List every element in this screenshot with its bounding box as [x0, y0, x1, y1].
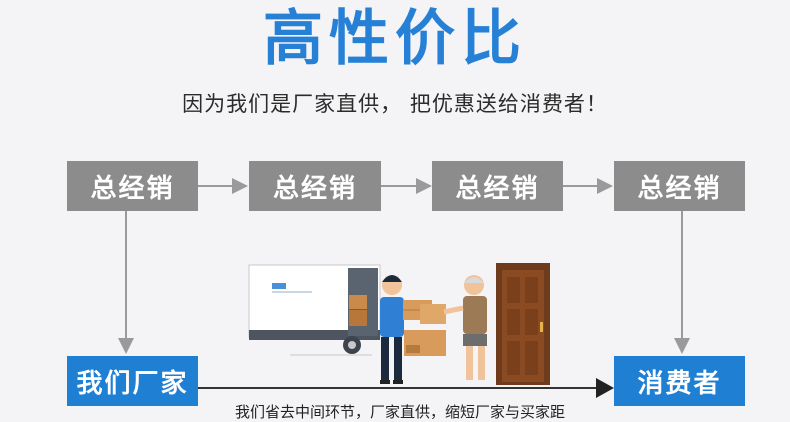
- distributor-box-2: 总经销: [249, 161, 381, 211]
- bottom-caption: 我们省去中间环节，厂家直供，缩短厂家与买家距: [234, 403, 565, 421]
- truck-illustration: [248, 264, 381, 356]
- consumer-box: 消费者: [614, 356, 745, 406]
- arrow-bottom-head: [596, 378, 614, 398]
- distributor-box-4: 总经销: [614, 161, 745, 211]
- delivery-man-illustration: [380, 275, 432, 384]
- subtitle: 因为我们是厂家直供， 把优惠送给消费者！: [182, 92, 608, 116]
- distributor-box-1: 总经销: [67, 161, 198, 211]
- distributor-box-3: 总经销: [432, 161, 563, 211]
- door-illustration: [496, 263, 550, 385]
- customer-illustration: [443, 275, 487, 380]
- factory-box: 我们厂家: [67, 356, 198, 406]
- boxes-illustration: [404, 304, 446, 356]
- page-title: 高性价比: [263, 4, 527, 74]
